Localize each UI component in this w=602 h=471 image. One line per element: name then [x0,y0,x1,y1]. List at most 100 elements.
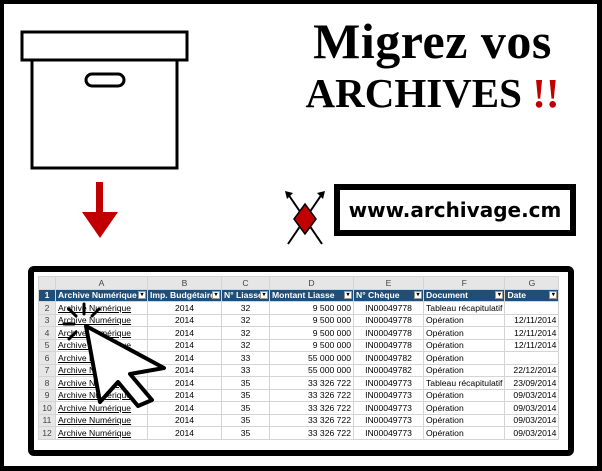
table-cell[interactable]: IN00049773 [353,401,424,415]
table-cell[interactable]: Tableau récapitulatif [422,376,506,390]
table-cell[interactable]: 35 [221,376,270,390]
column-letter[interactable]: A [55,276,148,290]
table-cell[interactable]: Opération [422,413,506,427]
table-cell[interactable]: IN00049778 [353,313,424,327]
filter-dropdown-icon[interactable]: ▾ [260,290,268,299]
table-cell[interactable]: 2014 [147,413,222,427]
table-cell[interactable]: IN00049773 [353,413,424,427]
filter-dropdown-icon[interactable]: ▾ [138,290,146,299]
table-cell[interactable]: 09/03/2014 [504,413,560,427]
filter-dropdown-icon[interactable]: ▾ [549,290,558,299]
table-cell[interactable]: 2014 [147,426,222,440]
table-cell[interactable] [504,301,560,315]
table-cell[interactable]: Opération [422,388,506,402]
table-cell[interactable]: IN00049782 [353,363,424,377]
table-cell[interactable]: 9 500 000 [269,313,354,327]
table-cell[interactable]: IN00049778 [353,301,424,315]
table-cell[interactable]: 32 [221,338,270,352]
row-number[interactable]: 10 [38,401,56,415]
row-number[interactable]: 7 [38,363,56,377]
row-number[interactable]: 1 [38,288,56,302]
column-header[interactable]: N° Chèque▾ [353,288,424,302]
table-cell[interactable]: 35 [221,426,270,440]
column-letter[interactable]: F [422,276,506,290]
table-cell[interactable]: 22/12/2014 [504,363,560,377]
table-cell[interactable]: Opération [422,351,506,365]
column-letter[interactable]: C [221,276,270,290]
table-cell[interactable]: 9 500 000 [269,338,354,352]
table-cell[interactable]: IN00049782 [353,351,424,365]
table-cell[interactable]: 12/11/2014 [504,313,560,327]
table-cell[interactable]: 09/03/2014 [504,388,560,402]
row-number[interactable]: 6 [38,351,56,365]
column-letter[interactable]: E [353,276,424,290]
table-cell[interactable]: 35 [221,401,270,415]
table-cell[interactable]: IN00049778 [353,338,424,352]
table-cell[interactable]: 9 500 000 [269,301,354,315]
table-cell[interactable]: 33 [221,363,270,377]
table-cell[interactable]: IN00049773 [353,376,424,390]
filter-dropdown-icon[interactable]: ▾ [495,290,504,299]
archive-box-icon [20,30,189,170]
column-header[interactable]: Montant Liasse▾ [269,288,354,302]
table-cell[interactable]: 12/11/2014 [504,338,560,352]
filter-dropdown-icon[interactable]: ▾ [414,290,422,299]
column-header[interactable]: Date ▾ [504,288,560,302]
table-cell[interactable]: Opération [422,401,506,415]
table-cell[interactable]: 33 [221,351,270,365]
column-header[interactable]: Document▾ [422,288,506,302]
column-header[interactable]: N° Liasse▾ [221,288,270,302]
table-cell[interactable]: Opération [422,363,506,377]
table-cell[interactable]: Opération [422,326,506,340]
table-cell[interactable]: 33 326 722 [269,413,354,427]
table-cell[interactable]: Opération [422,338,506,352]
table-cell[interactable] [504,351,560,365]
table-cell[interactable]: 32 [221,326,270,340]
column-header-label: Date [507,290,527,301]
row-number[interactable]: 5 [38,338,56,352]
corner-cell[interactable] [38,276,56,290]
table-cell[interactable]: 55 000 000 [269,351,354,365]
table-cell[interactable]: 32 [221,301,270,315]
table-cell[interactable]: Opération [422,426,506,440]
row-number[interactable]: 4 [38,326,56,340]
table-cell[interactable]: Tableau récapitulatif [422,301,506,315]
row-number[interactable]: 11 [38,413,56,427]
table-cell[interactable]: Opération [422,313,506,327]
column-letter[interactable]: B [147,276,222,290]
archive-link-cell[interactable]: Archive Numérique [55,413,148,427]
table-cell[interactable]: 9 500 000 [269,326,354,340]
table-cell[interactable]: IN00049778 [353,326,424,340]
row-number[interactable]: 12 [38,426,56,440]
headline: Migrez vos ARCHIVES !! [280,14,585,118]
table-cell[interactable]: 12/11/2014 [504,326,560,340]
table-cell[interactable]: 35 [221,388,270,402]
row-number[interactable]: 2 [38,301,56,315]
archive-link-cell[interactable]: Archive Numérique [55,426,148,440]
table-cell[interactable]: 33 326 722 [269,426,354,440]
table-cell[interactable]: IN00049773 [353,388,424,402]
table-cell[interactable]: 35 [221,413,270,427]
row-number[interactable]: 9 [38,388,56,402]
row-number[interactable]: 3 [38,313,56,327]
column-header[interactable]: Archive Numérique▾ [55,288,148,302]
table-cell[interactable]: 55 000 000 [269,363,354,377]
filter-dropdown-icon[interactable]: ▾ [212,290,220,299]
table-cell[interactable]: 33 326 722 [269,388,354,402]
filter-dropdown-icon[interactable]: ▾ [344,290,352,299]
column-letter[interactable]: D [269,276,354,290]
table-cell[interactable]: 23/09/2014 [504,376,560,390]
row-number[interactable]: 8 [38,376,56,390]
column-letter[interactable]: G [504,276,560,290]
table-cell[interactable]: 09/03/2014 [504,426,560,440]
table-cell[interactable]: 09/03/2014 [504,401,560,415]
headline-line1: Migrez vos [313,13,552,69]
table-cell[interactable]: 33 326 722 [269,376,354,390]
website-url[interactable]: www.archivage.cm [334,184,576,236]
column-header[interactable]: Imp. Budgétaire▾ [147,288,222,302]
table-cell[interactable]: 33 326 722 [269,401,354,415]
table-cell[interactable]: 32 [221,313,270,327]
table-cell[interactable]: IN00049773 [353,426,424,440]
